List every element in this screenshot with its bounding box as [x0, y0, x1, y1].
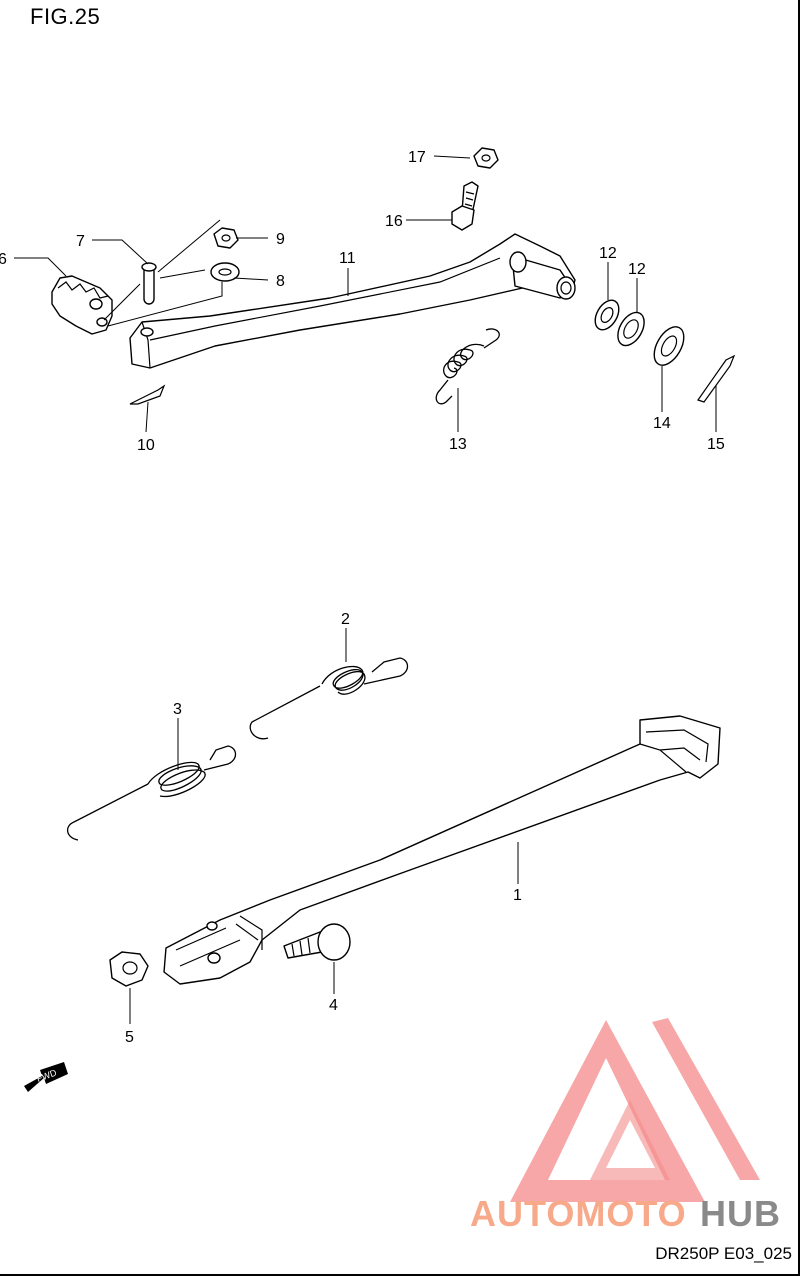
- watermark-text-auto: AUTOMOTO: [470, 1193, 687, 1234]
- part-7-pin: [141, 262, 157, 305]
- part-11-pedal-arm: [129, 233, 576, 369]
- part-8-washer: [210, 262, 240, 282]
- callout-13: 13: [449, 436, 467, 453]
- part-3-spring: [67, 745, 237, 841]
- callout-8: 8: [276, 273, 285, 290]
- callout-11: 11: [339, 250, 356, 267]
- figure-title: FIG.25: [30, 4, 101, 29]
- leader-lines: [14, 155, 717, 1024]
- part-14-washer: [653, 326, 685, 366]
- part-5-nut: [109, 951, 149, 987]
- callout-1: 1: [513, 887, 522, 904]
- callout-16: 16: [385, 213, 403, 230]
- callout-5: 5: [125, 1029, 134, 1046]
- part-4-bolt: [283, 923, 351, 961]
- callout-15: 15: [707, 436, 725, 453]
- callout-4: 4: [329, 997, 338, 1014]
- callout-9: 9: [276, 231, 285, 248]
- callout-10: 10: [137, 437, 155, 454]
- fwd-arrow-icon: FWD: [24, 1062, 68, 1092]
- callout-12a: 12: [599, 245, 617, 262]
- callout-3: 3: [173, 701, 182, 718]
- callout-17: 17: [408, 149, 426, 166]
- part-15-cotter-pin: [697, 354, 736, 403]
- callout-14: 14: [653, 415, 671, 432]
- callout-7: 7: [76, 233, 85, 250]
- callout-2: 2: [341, 611, 350, 628]
- callout-6: 6: [0, 251, 7, 268]
- part-12-washer-b: [617, 311, 645, 347]
- part-2-spring: [249, 657, 409, 740]
- part-12-washer-a: [594, 299, 620, 331]
- watermark-text-hub: HUB: [700, 1193, 781, 1234]
- part-16-bolt: [451, 181, 479, 231]
- part-1-side-stand: [163, 715, 721, 985]
- part-17-nut: [473, 147, 499, 169]
- watermark-logo: [510, 1018, 760, 1202]
- part-13-spring: [435, 328, 500, 405]
- diagram-code: DR250P E03_025: [655, 1244, 792, 1263]
- callout-12b: 12: [628, 261, 646, 278]
- part-6-tip: [51, 275, 113, 335]
- part-10-cotter-pin: [129, 384, 166, 405]
- part-9-nut: [213, 227, 239, 249]
